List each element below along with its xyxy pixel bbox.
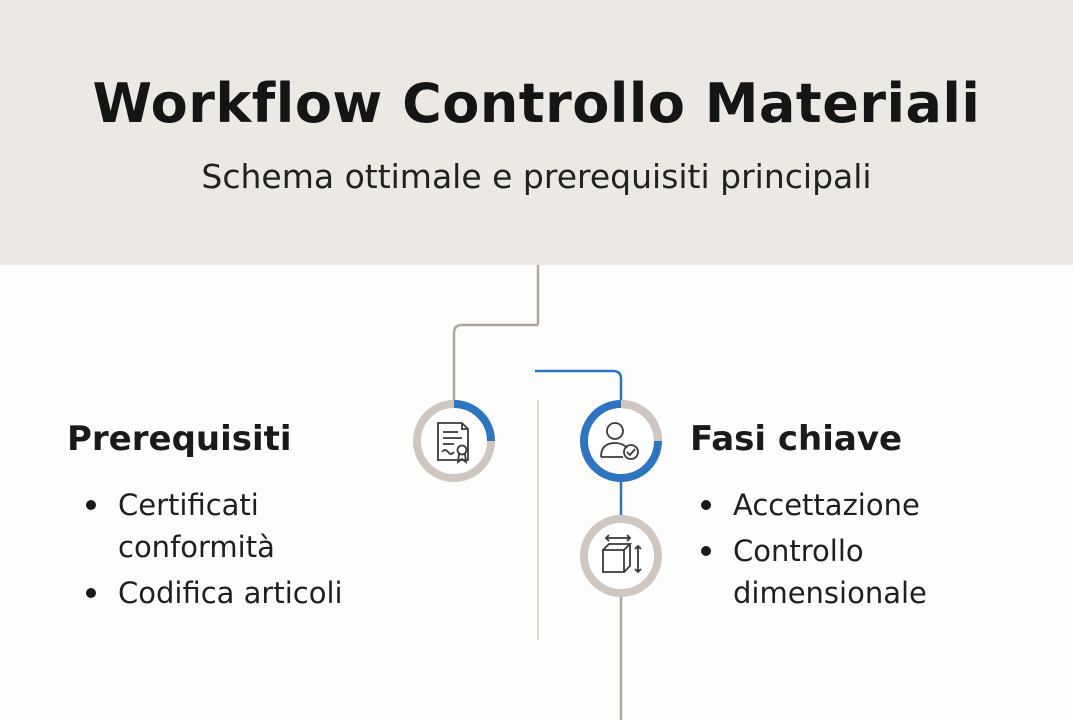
prerequisites-node — [413, 400, 495, 482]
left-branch-connector — [452, 323, 538, 402]
key-phases-list: Accettazione Controllo dimensionale — [697, 484, 997, 618]
box-dimension-icon — [602, 534, 642, 574]
page-title: Workflow Controllo Materiali — [92, 72, 981, 135]
user-check-icon — [600, 422, 639, 460]
page-subtitle: Schema ottimale e prerequisiti principal… — [201, 157, 872, 196]
dimensional-check-node — [580, 515, 662, 597]
prerequisites-title: Prerequisiti — [67, 419, 292, 459]
list-item: Accettazione — [697, 484, 997, 526]
acceptance-node — [580, 400, 662, 482]
list-item: Controllo dimensionale — [697, 530, 997, 614]
header-band — [0, 0, 1073, 265]
certificate-document-icon — [437, 422, 469, 464]
list-item: Certificati conformità — [82, 484, 382, 568]
key-phases-title: Fasi chiave — [690, 419, 903, 459]
list-item: Codifica articoli — [82, 572, 382, 614]
right-branch-connector — [535, 369, 623, 402]
prerequisites-list: Certificati conformità Codifica articoli — [82, 484, 382, 618]
